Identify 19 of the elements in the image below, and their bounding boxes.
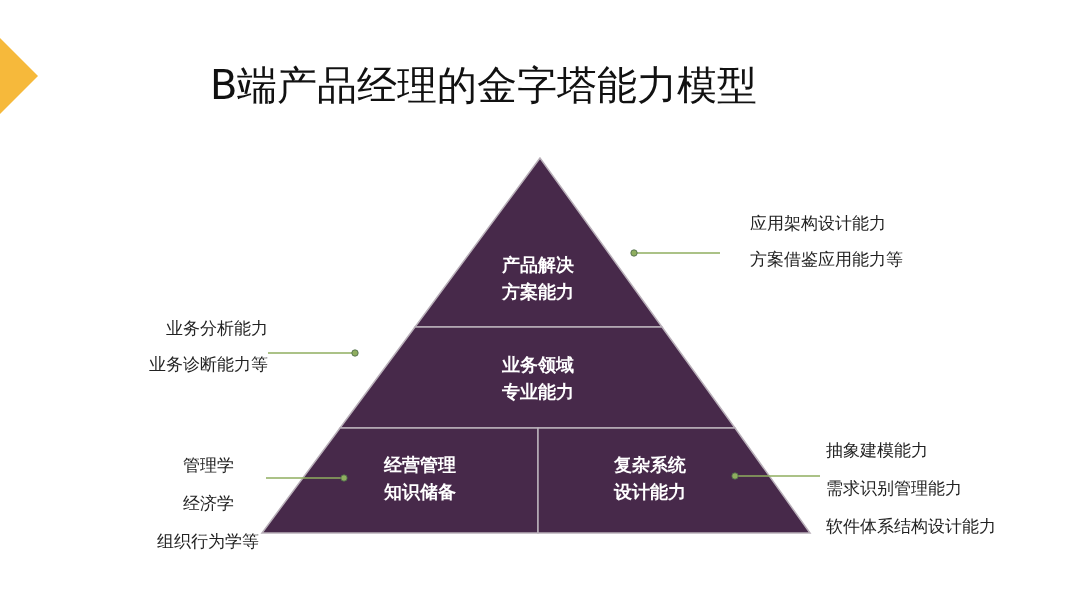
title: B端产品经理的金字塔能力模型 [210,61,758,110]
leader-line [267,349,359,357]
skill-text: 软件体系结构设计能力 [826,516,997,536]
skill-text: 应用架构设计能力 [750,213,887,233]
skill-text: 业务诊断能力等 [148,354,268,374]
leader-line [265,474,348,482]
skill-text: 经济学 [181,493,235,513]
skill-text: 管理学 [181,455,235,475]
skill-text: 需求识别管理能力 [826,478,963,498]
skill-text: 业务分析能力 [165,318,268,338]
section-label: 产品解决方案能力 [501,253,575,304]
leader-line [731,472,821,480]
section-label: 复杂系统设计能力 [612,453,687,504]
skill-text: 组织行为学等 [156,531,260,551]
skill-text: 方案借鉴应用能力等 [750,249,904,269]
section-label: 业务领域专业能力 [501,353,575,404]
section-label: 经营管理知识储备 [382,453,457,504]
leader-line [630,249,721,257]
skill-text: 抽象建模能力 [826,440,929,460]
